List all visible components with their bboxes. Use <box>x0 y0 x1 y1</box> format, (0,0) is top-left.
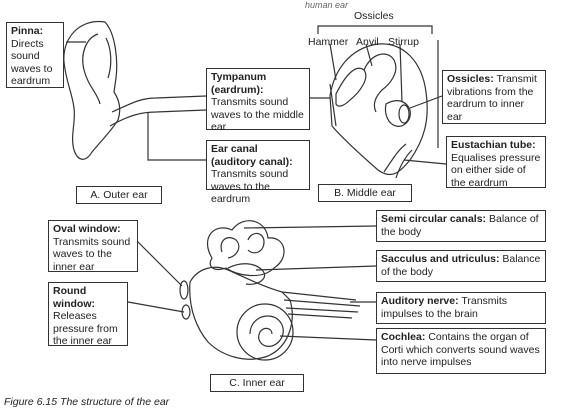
cochlea-desc: Contains the organ of Corti which conver… <box>381 331 540 368</box>
sacculus-desc: Balance of the body <box>381 253 541 278</box>
ossicles-annotation: Ossicles: Transmit vibrations from the e… <box>442 70 546 124</box>
figure-caption: Figure 6.15 The structure of the ear <box>4 396 170 408</box>
leader-ossicles <box>409 95 443 109</box>
semicircular-term: Semi circular canals: <box>381 213 487 225</box>
pinna-desc: Directs sound waves to eardrum <box>11 37 53 88</box>
hammer-bone <box>335 67 367 107</box>
leader-round-window <box>127 301 185 313</box>
leader-eustachian <box>403 159 447 165</box>
oval-window-annotation: Oval window: Transmits sound waves to th… <box>48 220 138 273</box>
eustachian-desc: Equalises pressure on either side of the… <box>451 151 541 189</box>
pinna-term: Pinna: <box>11 25 44 37</box>
pinna-annotation: Pinna: Directs sound waves to eardrum <box>6 22 64 88</box>
round-window-desc: Releases pressure from the inner ear <box>53 310 118 347</box>
anvil-label: Anvil <box>356 36 379 48</box>
auditory-nerve-term: Auditory nerve: <box>381 295 459 307</box>
ear-canal <box>109 95 207 127</box>
eustachian-annotation: Eustachian tube: Equalises pressure on e… <box>446 136 546 189</box>
middle-ear-label: B. Middle ear <box>318 184 412 202</box>
ear-canal-term: Ear canal (auditory canal): <box>211 143 293 168</box>
leader-semicircular <box>243 225 377 229</box>
ear-canal-annotation: Ear canal (auditory canal): Transmits so… <box>206 140 310 205</box>
eardrum <box>329 83 337 127</box>
leader-cochlea <box>279 335 377 341</box>
canal-loop-1 <box>220 237 240 259</box>
ear-canal-desc: Transmits sound waves to the eardrum <box>211 168 289 205</box>
canal-loop-2 <box>247 232 265 254</box>
leader-ear-canal <box>147 112 206 161</box>
leader-hammer <box>329 43 337 81</box>
middle-ear-outline <box>329 43 428 175</box>
oval-window <box>179 280 189 300</box>
tympanum-annotation: Tympanum (eardrum): Transmits sound wave… <box>206 68 310 133</box>
oval-window-term: Oval window: <box>53 223 121 235</box>
sacculus-term: Sacculus and utriculus: <box>381 253 500 265</box>
eustachian-term: Eustachian tube: <box>451 139 536 151</box>
ossicles-heading: Ossicles <box>354 10 394 22</box>
ossicles-term: Ossicles: <box>447 73 494 85</box>
sacculus-utriculus <box>227 263 266 285</box>
leader-anvil <box>365 43 373 67</box>
leader-stirrup <box>399 43 403 103</box>
hammer-label: Hammer <box>308 36 349 48</box>
oval-window-desc: Transmits sound waves to the inner ear <box>53 235 131 273</box>
header-text: human ear <box>305 0 349 10</box>
stirrup-footplate <box>398 104 410 124</box>
auditory-nerve-desc: Transmits impulses to the brain <box>381 295 508 320</box>
cochlea-outer <box>236 303 294 361</box>
sacculus-annotation: Sacculus and utriculus: Balance of the b… <box>376 250 546 282</box>
outer-ear-label: A. Outer ear <box>76 186 162 204</box>
pinna-helix <box>105 37 112 79</box>
auditory-nerve-annotation: Auditory nerve: Transmits impulses to th… <box>376 292 546 324</box>
cochlea-term: Cochlea: <box>381 331 426 343</box>
round-window-term: Round window: <box>53 285 95 310</box>
inner-ear-label: C. Inner ear <box>210 374 304 392</box>
stirrup-label: Stirrup <box>388 36 419 48</box>
round-window-annotation: Round window: Releases pressure from the… <box>48 282 128 347</box>
pinna-outline <box>63 20 121 160</box>
ossicles-bracket <box>317 25 433 34</box>
eustachian-tube <box>383 143 413 179</box>
leader-oval-window <box>135 239 183 287</box>
auditory-nerve <box>281 291 361 319</box>
cochlea-annotation: Cochlea: Contains the organ of Corti whi… <box>376 328 546 374</box>
semicircular-desc: Balance of the body <box>381 213 539 238</box>
cochlea-spiral <box>249 315 284 347</box>
tympanum-term: Tympanum (eardrum): <box>211 71 267 96</box>
leader-sacculus <box>255 265 377 271</box>
pinna-inner-fold <box>82 33 101 105</box>
ossicles-desc: Transmit vibrations from the eardrum to … <box>447 73 537 123</box>
anvil-bone <box>363 53 397 113</box>
semicircular-annotation: Semi circular canals: Balance of the bod… <box>376 210 546 242</box>
stirrup-bone <box>384 100 411 127</box>
vestibule-body <box>189 266 293 360</box>
tympanum-desc: Transmits sound waves to the middle ear <box>211 96 304 133</box>
